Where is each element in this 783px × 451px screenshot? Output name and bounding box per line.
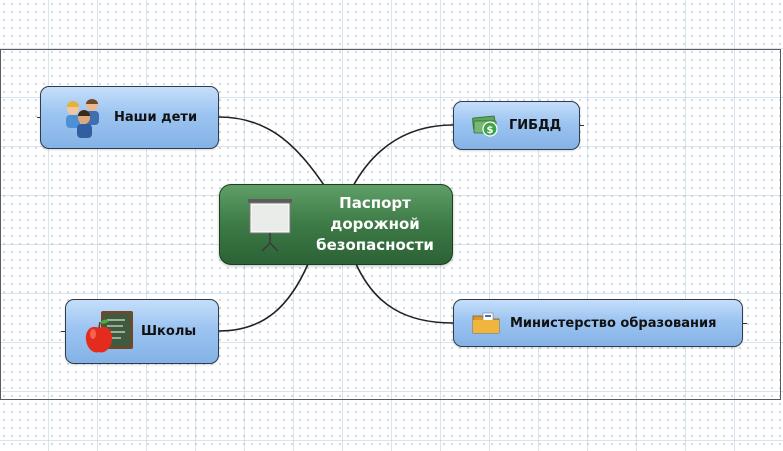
branch-shkoly[interactable]: Школы: [65, 299, 219, 364]
connector-shkoly: [218, 263, 309, 332]
connector-gibdd: [351, 124, 454, 189]
branch-gibdd[interactable]: $ ГИБДД: [453, 101, 580, 150]
branch-gibdd-label: ГИБДД: [509, 118, 562, 133]
money-icon: $: [472, 115, 498, 137]
central-topic-line-3: безопасности: [316, 236, 434, 254]
connector-nashi-deti: [218, 116, 327, 189]
svg-text:$: $: [487, 125, 494, 136]
central-topic-line-1: Паспорт: [339, 194, 411, 212]
stub-left-nashi-deti: [37, 117, 41, 118]
connector-ministerstvo: [355, 263, 454, 324]
branch-ministerstvo-label: Министерство образования: [510, 315, 717, 331]
branch-ministerstvo[interactable]: Министерство образования: [453, 299, 743, 347]
presentation-board-icon: [248, 198, 292, 252]
branch-nashi-deti[interactable]: Наши дети: [40, 86, 219, 149]
central-topic[interactable]: Паспорт дорожной безопасности: [219, 184, 453, 265]
stub-left-shkoly: [61, 331, 66, 332]
branch-shkoly-label: Школы: [141, 324, 197, 339]
branch-nashi-deti-label: Наши дети: [114, 110, 198, 125]
central-topic-line-2: дорожной: [330, 215, 420, 233]
canvas-frame: [0, 49, 781, 400]
stub-right-ministerstvo: [743, 323, 747, 324]
central-topic-label: Паспорт дорожной безопасности: [300, 193, 450, 256]
apple-chalkboard-icon: [85, 310, 133, 352]
people-group-icon: [66, 98, 99, 138]
folder-icon: [472, 312, 500, 334]
stub-right-gibdd: [580, 125, 584, 126]
